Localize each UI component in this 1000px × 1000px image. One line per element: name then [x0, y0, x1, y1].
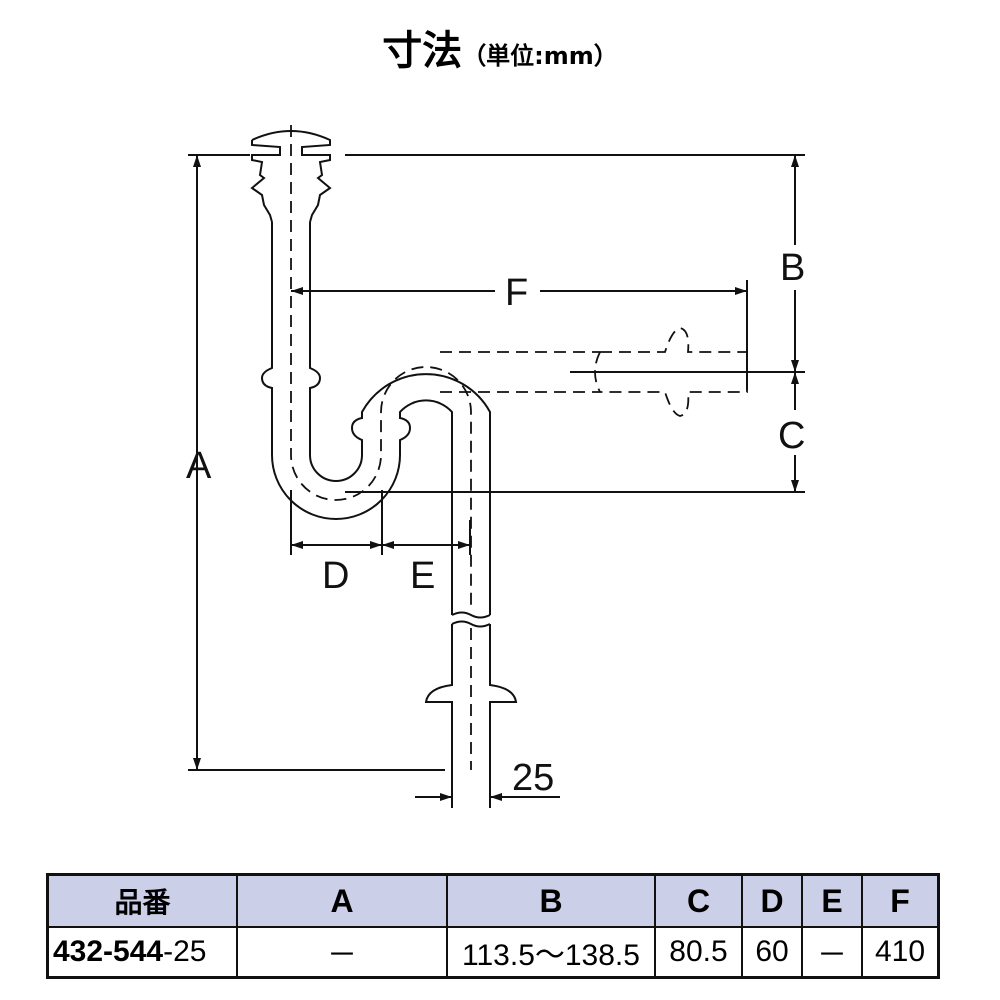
dimension-table: 品番 A B C D E F 432-544-25 － 113.5～138.5 …: [46, 873, 940, 979]
centerlines: [290, 125, 748, 770]
dim-label-diameter: 25: [512, 757, 554, 799]
table-header-row: 品番 A B C D E F: [46, 873, 940, 928]
header-e: E: [801, 873, 863, 928]
cell-d: 60: [741, 926, 803, 979]
page-title: 寸法（単位:mm）: [0, 18, 1000, 76]
dim-label-b: B: [780, 247, 805, 289]
dim-label-e: E: [410, 555, 435, 597]
header-b: B: [446, 873, 656, 928]
part-prefix: 432-544: [53, 935, 164, 968]
title-unit: （単位:mm）: [462, 42, 618, 70]
header-f: F: [861, 873, 940, 928]
dim-label-a: A: [186, 445, 212, 487]
s-trap-dimension-drawing: A B C D E F 25: [186, 125, 805, 808]
dim-label-c: C: [778, 415, 805, 457]
header-c: C: [654, 873, 743, 928]
cell-f: 410: [861, 926, 940, 979]
header-part-number: 品番: [46, 873, 238, 928]
pipe-outline: [250, 130, 518, 770]
cell-a: －: [236, 926, 448, 979]
cell-e: －: [801, 926, 863, 979]
table-row: 432-544-25 － 113.5～138.5 80.5 60 － 410: [46, 926, 940, 979]
cell-c: 80.5: [654, 926, 743, 979]
header-a: A: [236, 873, 448, 928]
dim-label-f: F: [505, 272, 528, 314]
cell-b: 113.5～138.5: [446, 926, 656, 979]
dimension-lines: [188, 154, 805, 808]
title-main: 寸法: [382, 28, 463, 74]
dim-label-d: D: [322, 555, 349, 597]
cell-part-number: 432-544-25: [46, 926, 238, 979]
header-d: D: [741, 873, 803, 928]
part-suffix: -25: [163, 935, 207, 968]
